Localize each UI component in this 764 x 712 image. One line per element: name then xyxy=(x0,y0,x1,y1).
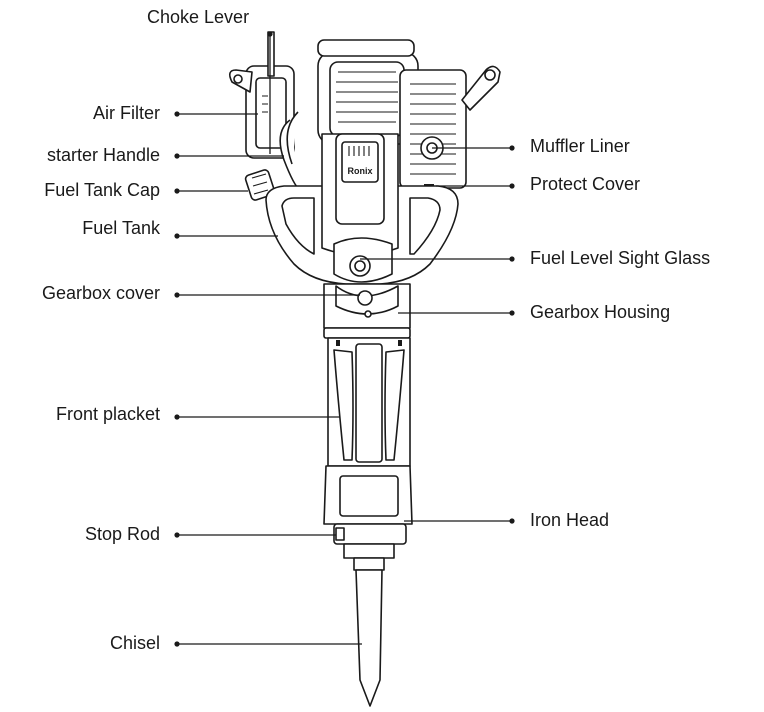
iron-head-shape xyxy=(333,523,407,571)
sight-glass-block xyxy=(333,237,393,283)
label-choke-lever: Choke Lever xyxy=(147,7,250,27)
leader-lines xyxy=(174,31,515,647)
label-front-placket: Front placket xyxy=(55,404,160,424)
label-fuel-level-sight-glass: Fuel Level Sight Glass xyxy=(530,248,711,268)
chisel-shape xyxy=(355,569,383,707)
label-gearbox-housing: Gearbox Housing xyxy=(530,302,671,322)
label-fuel-tank: Fuel Tank xyxy=(82,218,160,238)
center-handle xyxy=(321,133,399,256)
label-fuel-tank-cap: Fuel Tank Cap xyxy=(44,180,160,200)
fuel-tank-cap-shape xyxy=(244,169,276,201)
label-stop-rod: Stop Rod xyxy=(84,524,160,544)
brand-logo: Ronix xyxy=(347,166,372,176)
label-chisel: Chisel xyxy=(109,633,160,653)
label-protect-cover: Protect Cover xyxy=(530,174,641,194)
label-starter-handle: starter Handle xyxy=(46,145,160,165)
label-air-filter: Air Filter xyxy=(93,103,160,123)
label-gearbox-cover: Gearbox cover xyxy=(41,283,160,303)
body-shaft xyxy=(327,337,411,467)
muffler-block xyxy=(399,65,501,189)
gearbox-shape xyxy=(323,283,411,339)
lower-grip xyxy=(323,465,413,525)
label-iron-head: Iron Head xyxy=(530,510,610,530)
label-muffler-liner: Muffler Liner xyxy=(530,136,630,156)
